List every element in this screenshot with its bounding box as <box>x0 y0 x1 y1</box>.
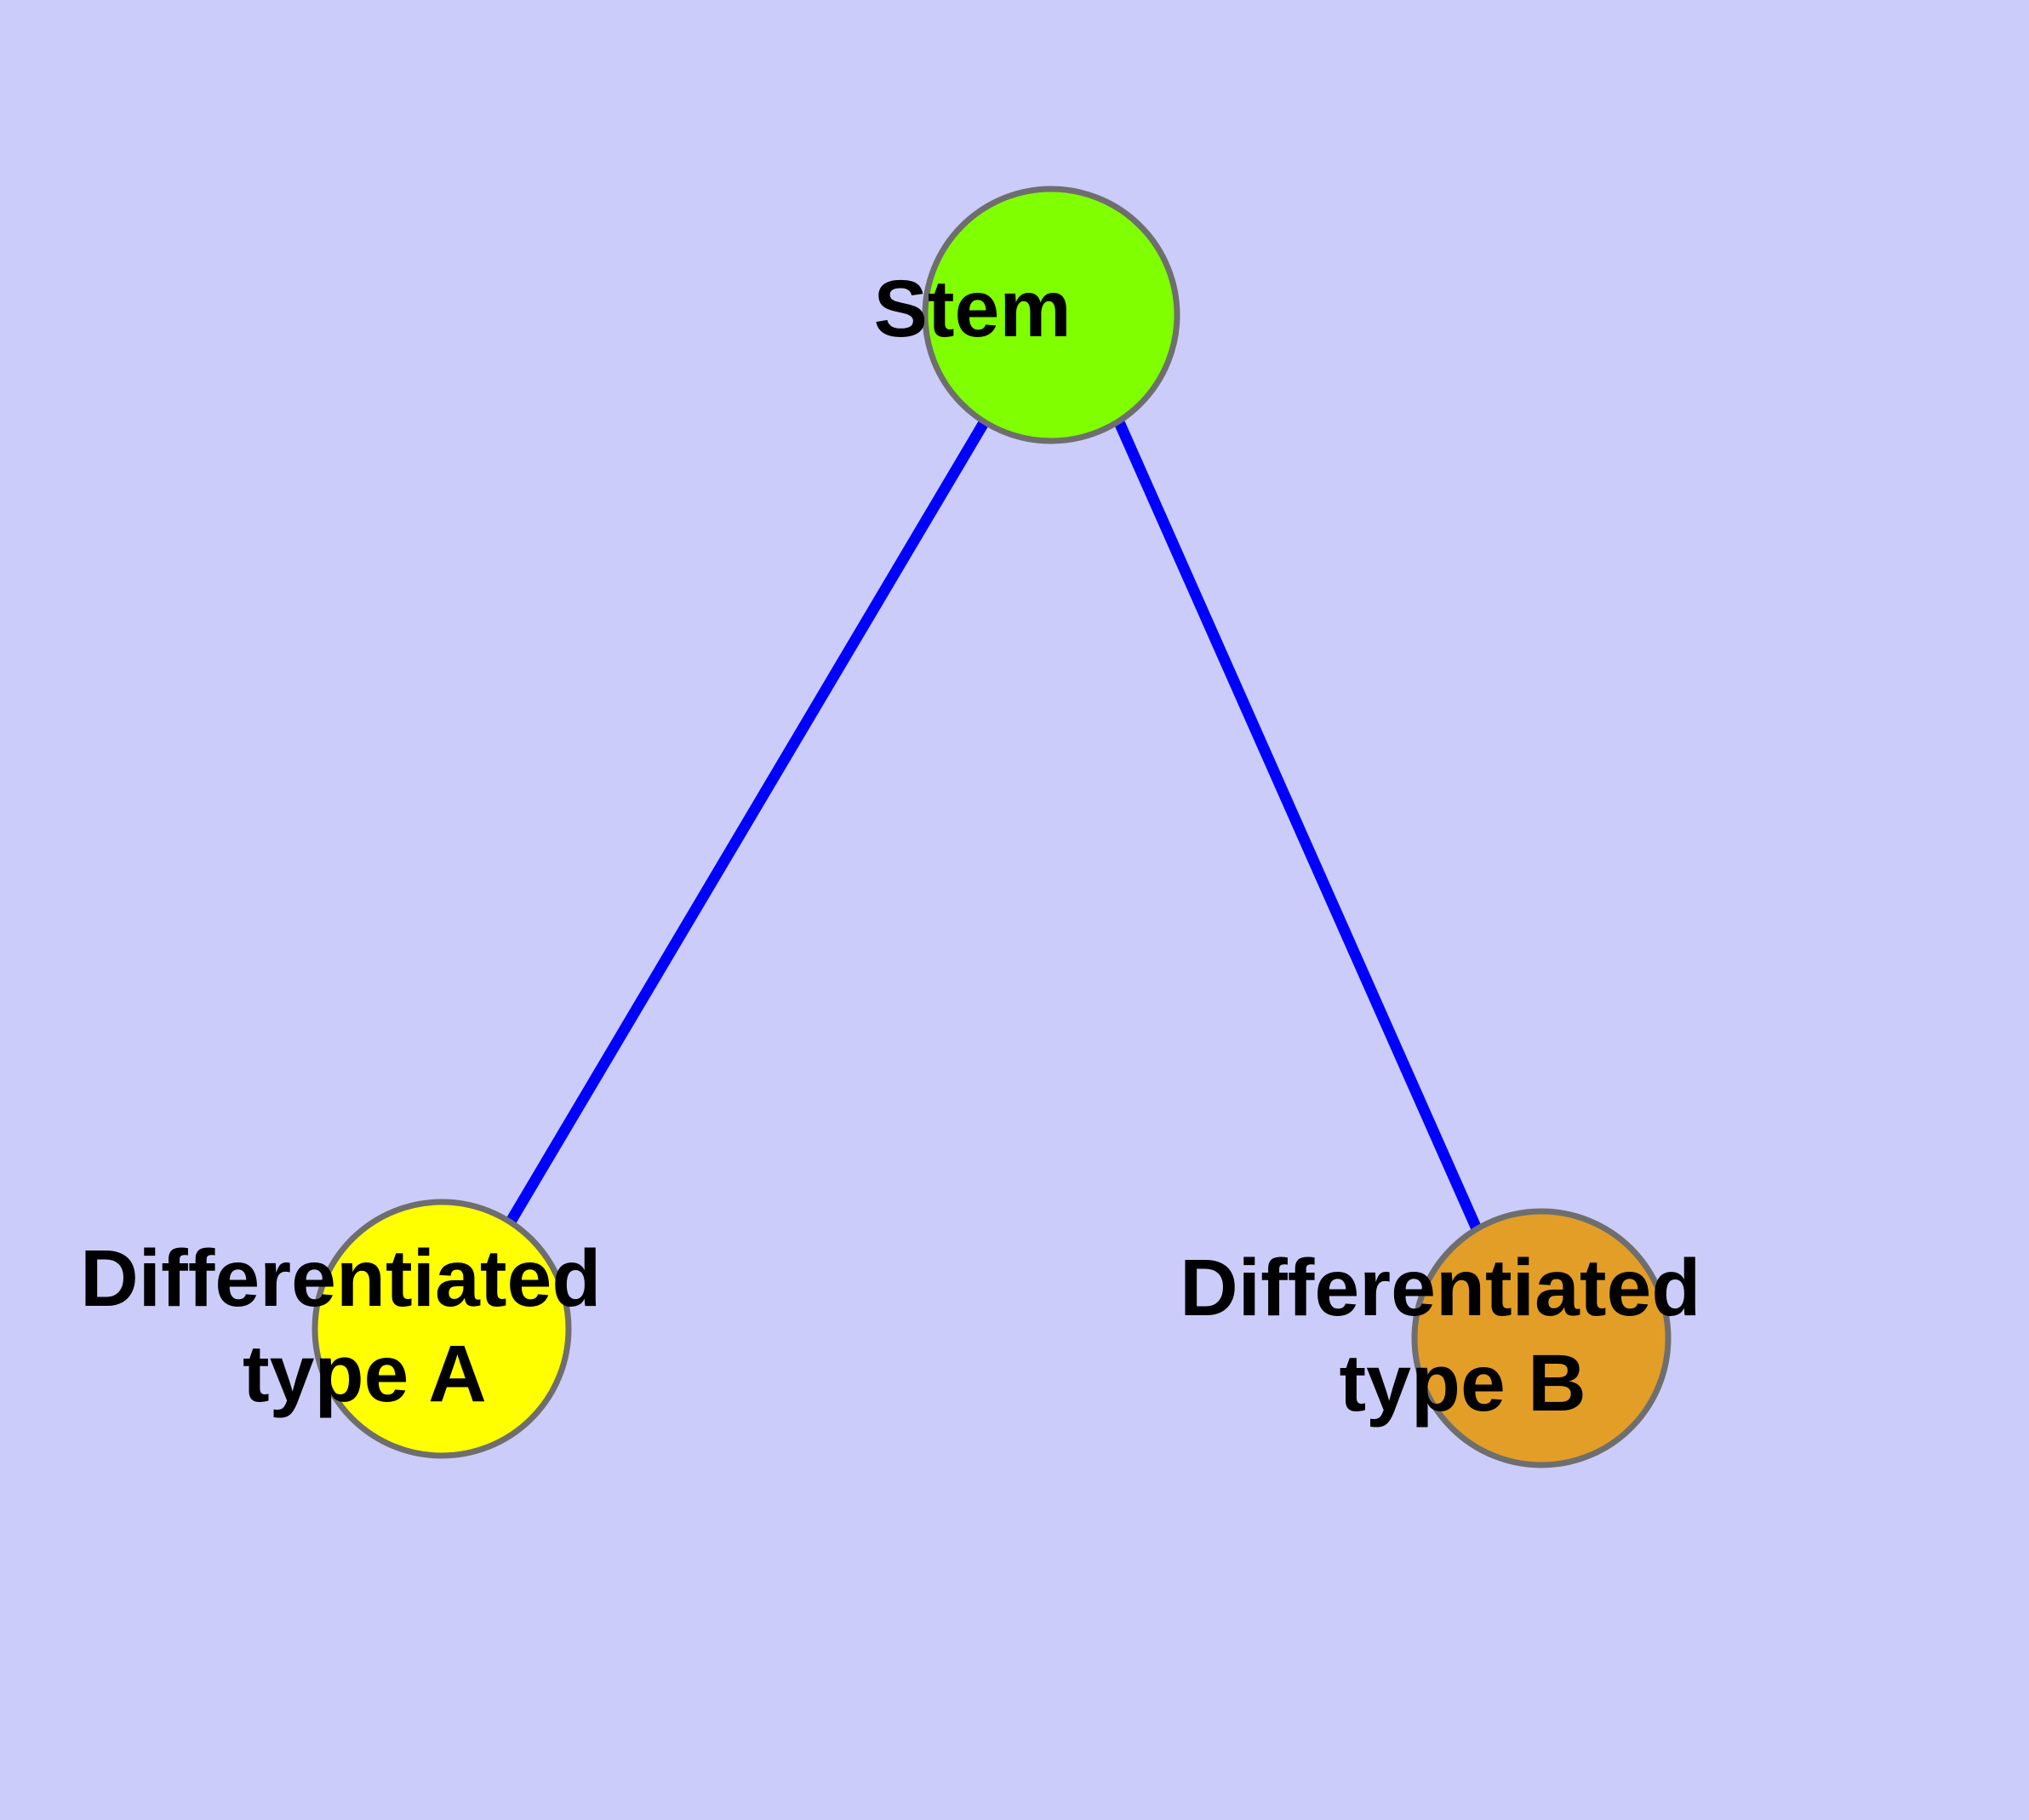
node-diff-a-label-line2: type A <box>243 1329 485 1419</box>
node-diff-b-label: Differentiated type B <box>1180 1243 1903 1428</box>
node-diff-b-label-line1: Differentiated <box>1180 1243 1700 1333</box>
node-stem-circle[interactable] <box>922 186 1180 444</box>
edge-stem-to-diff-a[interactable] <box>506 418 990 1225</box>
edge-stem-to-diff-b[interactable] <box>1114 420 1483 1235</box>
node-diff-a[interactable] <box>311 1199 572 1459</box>
node-diff-a-label-line1: Differentiated <box>80 1233 601 1324</box>
node-stem-label: Stem <box>873 264 1228 354</box>
node-diff-a-circle[interactable] <box>311 1199 572 1459</box>
label-layer: Differentiated type A Differentiated typ… <box>80 264 1903 1428</box>
node-diff-a-label: Differentiated type A <box>80 1233 803 1419</box>
node-diff-b[interactable] <box>1411 1208 1672 1468</box>
node-diff-b-label-line2: type B <box>1339 1338 1586 1428</box>
node-stem[interactable] <box>922 186 1180 444</box>
edge-layer <box>506 418 1483 1235</box>
node-stem-label-line1: Stem <box>873 264 1071 354</box>
node-layer <box>311 186 1672 1468</box>
node-diff-b-circle[interactable] <box>1411 1208 1672 1468</box>
